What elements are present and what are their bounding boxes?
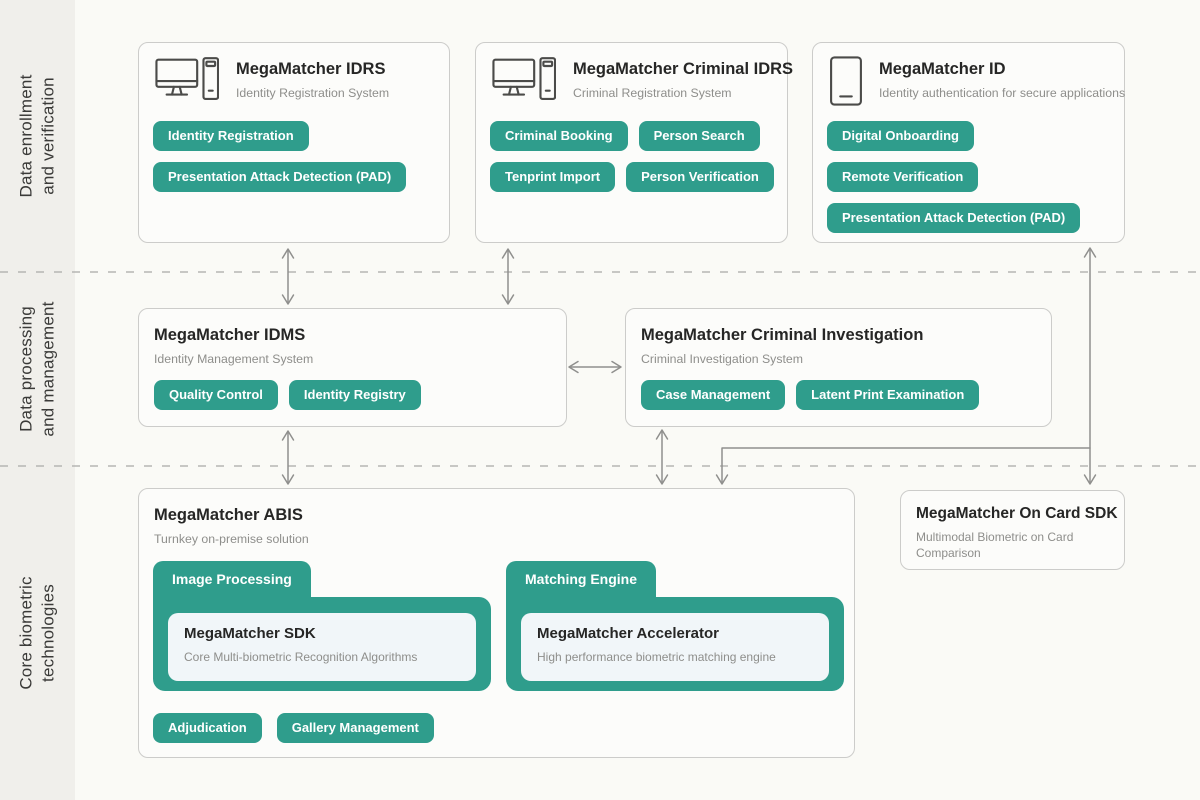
arrow-criminal-idrs-idms	[501, 248, 515, 305]
card-megamatcher-idms[interactable]: MegaMatcher IDMS Identity Management Sys…	[138, 308, 567, 427]
feature-badge: Person Verification	[626, 162, 774, 192]
smartphone-icon	[830, 56, 862, 106]
feature-badge: Gallery Management	[276, 713, 434, 743]
feature-badge: Case Management	[641, 380, 786, 410]
card-title: MegaMatcher ABIS	[154, 506, 303, 524]
feature-badge: Identity Registration	[153, 121, 309, 151]
feature-badge: Digital Onboarding	[827, 121, 974, 151]
card-title: MegaMatcher IDRS	[236, 60, 386, 78]
feature-badge: Presentation Attack Detection (PAD)	[153, 162, 407, 192]
group-matching-engine: Matching Engine MegaMatcher Accelerator …	[506, 561, 844, 691]
card-subtitle: Criminal Investigation System	[641, 352, 803, 366]
card-title: MegaMatcher Criminal IDRS	[573, 60, 794, 78]
feature-badge: Presentation Attack Detection (PAD)	[827, 203, 1081, 233]
card-megamatcher-idrs[interactable]: MegaMatcher IDRS Identity Registration S…	[138, 42, 450, 243]
group-tab: Image Processing	[153, 561, 311, 601]
layer-sidebar	[0, 0, 75, 800]
layer-label-line: Data enrollment	[16, 74, 36, 198]
arrow-id-on-card-sdk	[1083, 247, 1097, 485]
feature-badge: Quality Control	[154, 380, 278, 410]
card-megamatcher-on-card-sdk[interactable]: MegaMatcher On Card SDK Multimodal Biome…	[900, 490, 1125, 570]
card-megamatcher-id[interactable]: MegaMatcher ID Identity authentication f…	[812, 42, 1125, 243]
card-title: MegaMatcher IDMS	[154, 326, 306, 344]
group-image-processing: Image Processing MegaMatcher SDK Core Mu…	[153, 561, 491, 691]
feature-badge: Remote Verification	[827, 162, 979, 192]
feature-badge: Adjudication	[153, 713, 262, 743]
card-subtitle: Turnkey on-premise solution	[154, 532, 309, 546]
card-subtitle: Identity Management System	[154, 352, 314, 366]
card-subtitle: High performance biometric matching engi…	[537, 650, 776, 664]
card-title: MegaMatcher Accelerator	[537, 625, 720, 642]
card-title: MegaMatcher ID	[879, 60, 1006, 78]
layer-label-line: Core biometric	[16, 576, 36, 690]
card-subtitle: Multimodal Biometric on Card Comparison	[916, 530, 1074, 561]
card-megamatcher-accelerator[interactable]: MegaMatcher Accelerator High performance…	[521, 613, 829, 681]
card-megamatcher-sdk[interactable]: MegaMatcher SDK Core Multi-biometric Rec…	[168, 613, 476, 681]
desktop-workstation-icon	[492, 57, 556, 101]
arrow-idms-abis	[281, 430, 295, 485]
feature-badge: Person Search	[638, 121, 760, 151]
feature-badge: Tenprint Import	[490, 162, 616, 192]
group-tab: Matching Engine	[506, 561, 656, 601]
card-title: MegaMatcher Criminal Investigation	[641, 326, 924, 344]
arrow-criminal-investigation-abis	[655, 429, 669, 485]
feature-badge: Latent Print Examination	[796, 380, 980, 410]
arrow-id-abis-elbow	[715, 447, 1091, 485]
layer-label-enrollment: Data enrollment and verification	[16, 74, 61, 197]
card-subtitle: Identity Registration System	[236, 86, 390, 100]
card-subtitle: Core Multi-biometric Recognition Algorit…	[184, 650, 418, 664]
layer-label-core: Core biometric technologies	[16, 576, 61, 689]
layer-label-line: and management	[39, 301, 58, 437]
layer-label-line: and verification	[39, 77, 58, 195]
layer-label-processing: Data processing and management	[16, 301, 61, 436]
card-megamatcher-abis[interactable]: MegaMatcher ABIS Turnkey on-premise solu…	[138, 488, 855, 758]
feature-badge: Identity Registry	[288, 380, 421, 410]
layer-label-line: Data processing	[16, 306, 36, 432]
layer-label-line: technologies	[39, 584, 58, 682]
card-title: MegaMatcher SDK	[184, 625, 316, 642]
arrow-idms-criminal-investigation	[568, 360, 622, 374]
arrow-idrs-idms	[281, 248, 295, 305]
card-subtitle: Identity authentication for secure appli…	[879, 86, 1126, 100]
card-subtitle: Criminal Registration System	[573, 86, 732, 100]
card-megamatcher-criminal-idrs[interactable]: MegaMatcher Criminal IDRS Criminal Regis…	[475, 42, 793, 243]
desktop-workstation-icon	[155, 57, 219, 101]
card-title: MegaMatcher On Card SDK	[916, 505, 1118, 522]
card-megamatcher-criminal-investigation[interactable]: MegaMatcher Criminal Investigation Crimi…	[625, 308, 1052, 427]
feature-badge: Criminal Booking	[490, 121, 628, 151]
